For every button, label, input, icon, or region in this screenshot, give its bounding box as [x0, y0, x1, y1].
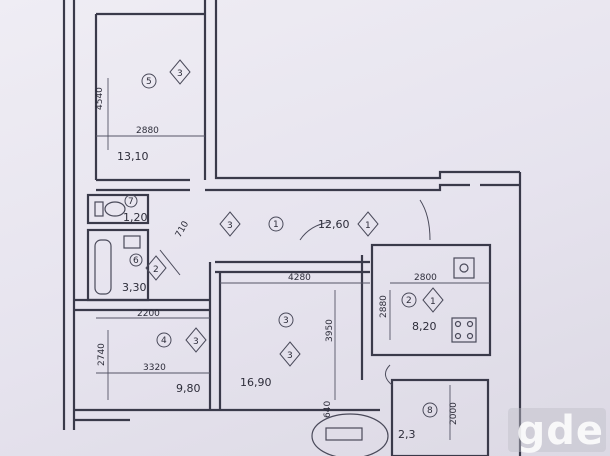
room4-area: 9,80	[176, 382, 201, 395]
walls	[62, 0, 522, 456]
room3-width-dim: 4280	[288, 273, 311, 283]
room3-category-marker	[279, 341, 301, 367]
room7-number: 7	[128, 197, 134, 207]
room5-number: 5	[146, 77, 152, 87]
doors	[159, 199, 431, 386]
room5-area: 13,10	[117, 150, 149, 163]
room8-area: 2,3	[398, 428, 416, 441]
room1-area: 12,60	[318, 218, 350, 231]
room5-width-dim: 2880	[136, 126, 159, 136]
room4-height-dim: 2740	[97, 343, 107, 366]
room8-width-dim: 640	[323, 401, 333, 418]
room2-category: 1	[430, 297, 436, 307]
room3-area: 16,90	[240, 376, 272, 389]
room1-category2: 1	[365, 221, 371, 231]
room1-number: 1	[273, 220, 279, 230]
room4-number: 4	[161, 336, 167, 346]
room1-number-marker	[268, 216, 284, 232]
room2-number: 2	[406, 296, 412, 306]
room2-height-dim: 2880	[379, 295, 389, 318]
room4-category-marker	[185, 327, 207, 353]
room3-height-dim: 3950	[325, 319, 335, 342]
room8-number: 8	[427, 406, 433, 416]
room6-number: 6	[133, 256, 139, 266]
room8-number-marker	[422, 402, 438, 418]
watermark-backdrop	[508, 408, 606, 452]
room8-height-dim: 2000	[449, 402, 459, 425]
room5-category: 3	[177, 69, 183, 79]
room4-category: 3	[193, 337, 199, 347]
site-watermark: gde	[516, 408, 604, 454]
room4-top-dim: 2200	[137, 309, 160, 319]
room1-category2-marker	[357, 211, 379, 237]
room6-dim: 710	[174, 219, 191, 239]
room6-number-marker	[129, 253, 143, 267]
room2-area: 8,20	[412, 320, 437, 333]
room4-width-dim: 3320	[143, 363, 166, 373]
room3-number: 3	[283, 316, 289, 326]
dimension-lines	[96, 78, 490, 440]
room4-number-marker	[156, 332, 172, 348]
room2-category-marker	[422, 287, 444, 313]
room3-number-marker	[278, 312, 294, 328]
room5-number-marker	[141, 73, 157, 89]
room2-number-marker	[401, 292, 417, 308]
room6-category-marker	[145, 255, 167, 281]
room7-area: 1,20	[123, 211, 148, 224]
room3-category: 3	[287, 351, 293, 361]
room6-area: 3,30	[122, 281, 147, 294]
room5-category-marker	[169, 59, 191, 85]
room1-category: 3	[227, 221, 233, 231]
room1-category-marker	[219, 211, 241, 237]
fixtures	[94, 201, 477, 456]
room2-width-dim: 2800	[414, 273, 437, 283]
room5-height-dim: 4540	[95, 87, 105, 110]
room6-category: 2	[153, 265, 159, 275]
room7-number-marker	[124, 194, 138, 208]
